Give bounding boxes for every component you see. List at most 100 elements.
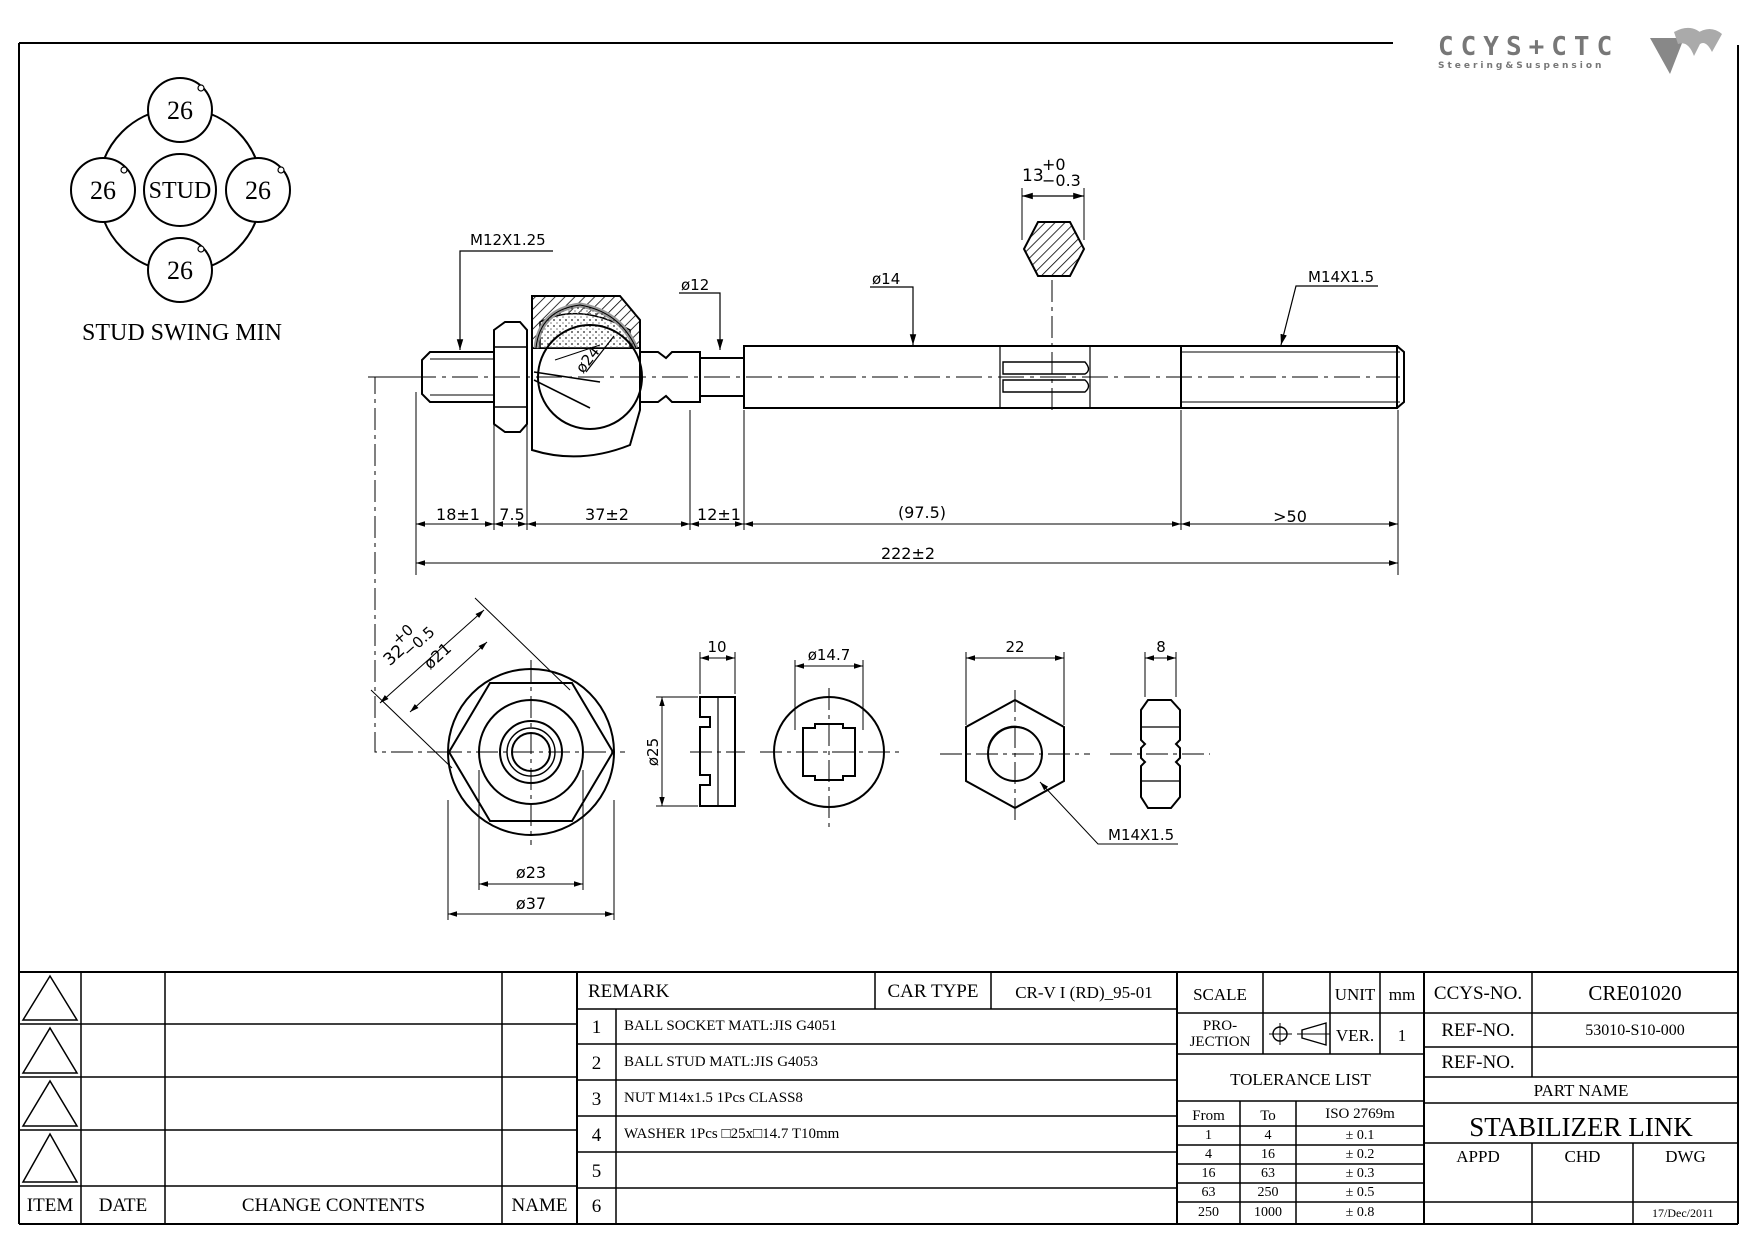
- dim-seg-2: 7.5: [499, 505, 524, 524]
- remark-text-3: NUT M14x1.5 1Pcs CLASS8: [624, 1090, 803, 1106]
- nut-thread-dim: M14X1.5: [1108, 826, 1174, 844]
- dim-seg-5: (97.5): [898, 503, 946, 522]
- dim-neck: ø12: [681, 276, 709, 294]
- socket-outer-dim: ø37: [516, 894, 546, 913]
- remark-text-4: WASHER 1Pcs □25x□14.7 T10mm: [624, 1126, 840, 1142]
- nut-front-view: [940, 652, 1178, 845]
- washer-front-view: [760, 660, 900, 830]
- stud-swing-diagram: [70, 77, 291, 303]
- dwg-label: DWG: [1665, 1147, 1706, 1166]
- unit-value: mm: [1388, 985, 1416, 1004]
- tol-from-5: 250: [1198, 1205, 1219, 1220]
- chd-label: CHD: [1564, 1147, 1601, 1166]
- dim-seg-3: 37±2: [585, 505, 629, 524]
- washer-side-view: [656, 652, 745, 807]
- projection-label-2: JECTION: [1189, 1034, 1251, 1050]
- main-assembly: [368, 295, 1405, 458]
- tol-to-5: 1000: [1254, 1205, 1282, 1220]
- swing-angle-top: 26: [167, 96, 193, 125]
- tol-value-1: ± 0.1: [1345, 1128, 1375, 1143]
- projection-label-1: PRO-: [1202, 1018, 1238, 1034]
- tol-from-1: 1: [1205, 1128, 1212, 1143]
- ref-no-2-label: REF-NO.: [1441, 1052, 1515, 1073]
- leaders-top: [456, 250, 1378, 373]
- projection-line: [374, 376, 440, 753]
- remark-no-6: 6: [591, 1196, 602, 1217]
- company-logo: CCYS+CTC Steering&Suspension: [1438, 34, 1619, 71]
- part-name-value: STABILIZER LINK: [1469, 1112, 1693, 1142]
- projection-symbol-icon: [1269, 1022, 1330, 1046]
- tolerance-header-from: From: [1192, 1108, 1225, 1124]
- swing-angle-bottom: 26: [167, 256, 193, 285]
- remark-header: REMARK: [588, 981, 670, 1002]
- scale-label: SCALE: [1193, 985, 1247, 1004]
- socket-inner-dim: ø23: [516, 863, 546, 882]
- dim-seg-1: 18±1: [436, 505, 480, 524]
- remark-no-1: 1: [591, 1017, 602, 1038]
- swing-center-label: STUD: [149, 178, 212, 204]
- dim-thread-left: M12X1.25: [470, 231, 546, 249]
- part-name-label: PART NAME: [1533, 1081, 1629, 1100]
- rev-header-date: DATE: [98, 1195, 148, 1216]
- dim-thread-right: M14X1.5: [1308, 268, 1374, 286]
- nut-width-dim: 22: [1005, 638, 1024, 656]
- tol-value-2: ± 0.2: [1345, 1147, 1375, 1162]
- remark-no-2: 2: [591, 1053, 602, 1074]
- tol-value-4: ± 0.5: [1345, 1185, 1375, 1200]
- swing-caption: STUD SWING MIN: [82, 320, 282, 346]
- hex-section: [1021, 188, 1086, 410]
- dim-total: 222±2: [881, 544, 935, 563]
- rev-header-name: NAME: [511, 1195, 568, 1216]
- unit-label: UNIT: [1334, 985, 1376, 1004]
- car-type-label: CAR TYPE: [887, 981, 979, 1002]
- dim-seg-4: 12±1: [697, 505, 741, 524]
- remark-no-4: 4: [591, 1125, 602, 1146]
- washer-thickness-dim: 10: [707, 638, 726, 656]
- remark-no-3: 3: [591, 1089, 602, 1110]
- ccys-no-value: CRE01020: [1588, 981, 1682, 1005]
- revision-triangles: [21, 974, 79, 1183]
- socket-end-view: [370, 597, 625, 920]
- tol-to-2: 16: [1261, 1147, 1275, 1162]
- tol-from-2: 4: [1205, 1147, 1212, 1162]
- dim-rod: ø14: [872, 270, 900, 288]
- drawing-date: 17/Dec/2011: [1652, 1206, 1714, 1220]
- nut-thickness-dim: 8: [1156, 638, 1166, 656]
- rev-header-item: ITEM: [26, 1195, 74, 1216]
- dim-seg-6: >50: [1273, 507, 1307, 526]
- logo-brand: CCYS+CTC: [1438, 32, 1620, 62]
- logo-mark-icon: [1650, 27, 1722, 74]
- ver-value: 1: [1397, 1026, 1407, 1045]
- remark-no-5: 5: [591, 1161, 602, 1182]
- rev-header-change: CHANGE CONTENTS: [241, 1195, 426, 1216]
- nut-side-view: [1110, 652, 1210, 809]
- tol-from-3: 16: [1201, 1166, 1216, 1181]
- remark-text-2: BALL STUD MATL:JIS G4053: [624, 1054, 819, 1070]
- logo-tagline: Steering&Suspension: [1438, 61, 1605, 71]
- car-type-value: CR-V I (RD)_95-01: [1015, 983, 1153, 1002]
- tolerance-header-to: To: [1260, 1108, 1276, 1124]
- ccys-no-label: CCYS-NO.: [1433, 983, 1523, 1004]
- swing-angle-left: 26: [90, 176, 116, 205]
- ref-no-label: REF-NO.: [1441, 1020, 1515, 1041]
- tol-to-3: 63: [1261, 1166, 1275, 1181]
- tol-value-5: ± 0.8: [1345, 1205, 1375, 1220]
- length-dimensions: [415, 392, 1399, 575]
- ref-no-value: 53010-S10-000: [1585, 1022, 1685, 1039]
- tol-to-1: 4: [1264, 1128, 1272, 1143]
- tolerance-header-std: ISO 2769m: [1325, 1106, 1395, 1122]
- remark-text-1: BALL SOCKET MATL:JIS G4051: [624, 1018, 837, 1034]
- tol-to-4: 250: [1257, 1185, 1279, 1200]
- sheet-border: [18, 42, 1739, 1225]
- title-block-grid: [19, 972, 1738, 1224]
- hex-dim-tol-lower: −0.3: [1042, 171, 1081, 190]
- washer-od-dim: ø25: [644, 738, 662, 766]
- appd-label: APPD: [1456, 1147, 1500, 1166]
- swing-angle-right: 26: [245, 176, 271, 205]
- tolerance-title: TOLERANCE LIST: [1230, 1070, 1371, 1089]
- ver-label: VER.: [1335, 1026, 1375, 1045]
- tol-value-3: ± 0.3: [1345, 1166, 1375, 1181]
- hex-dim-tol-upper: +0: [1042, 155, 1066, 174]
- hex-dim-base: 13: [1022, 166, 1044, 186]
